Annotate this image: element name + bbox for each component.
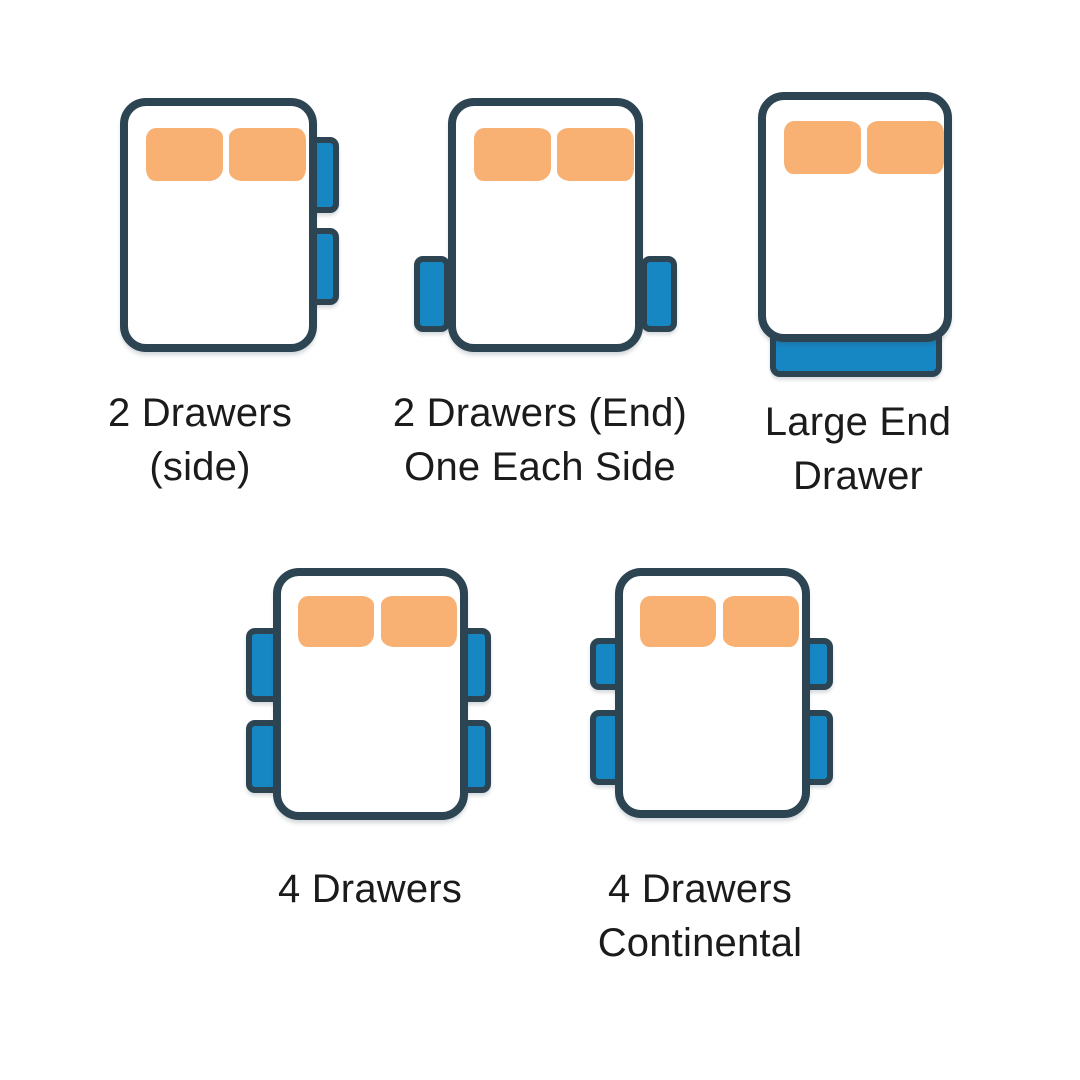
drawer-right-bottom-icon [455,720,491,793]
pillow-right-icon [229,128,306,181]
bed-outline [758,92,952,342]
bed-outline [273,568,468,820]
pillow-right-icon [557,128,634,181]
drawer-left-bottom-icon [590,710,626,785]
pillow-left-icon [474,128,551,181]
pillow-right-icon [723,596,799,647]
pillow-left-icon [298,596,374,647]
pillow-right-icon [381,596,457,647]
figure-label: 4 Drawers [277,867,463,911]
drawer-right-bottom-icon [303,228,339,305]
figure-label: 4 Drawers Continental [597,867,803,965]
large-end-drawer-icon [770,325,942,377]
pillow-left-icon [784,121,861,174]
bed-outline [615,568,810,818]
drawer-right-top-icon [797,638,833,690]
drawer-right-top-icon [303,137,339,213]
figure-label: 2 Drawers (side) [107,391,293,489]
drawer-left-top-icon [590,638,626,690]
figure-label: 2 Drawers (End) One Each Side [392,391,688,489]
drawer-right-icon [641,256,677,332]
pillow-right-icon [867,121,944,174]
pillow-left-icon [640,596,716,647]
drawer-left-top-icon [246,628,282,702]
drawer-left-icon [414,256,450,332]
drawer-right-top-icon [455,628,491,702]
drawer-left-bottom-icon [246,720,282,793]
drawer-right-bottom-icon [797,710,833,785]
figure-label: Large End Drawer [764,400,952,498]
bed-outline [448,98,643,352]
pillow-left-icon [146,128,223,181]
bed-outline [120,98,317,352]
